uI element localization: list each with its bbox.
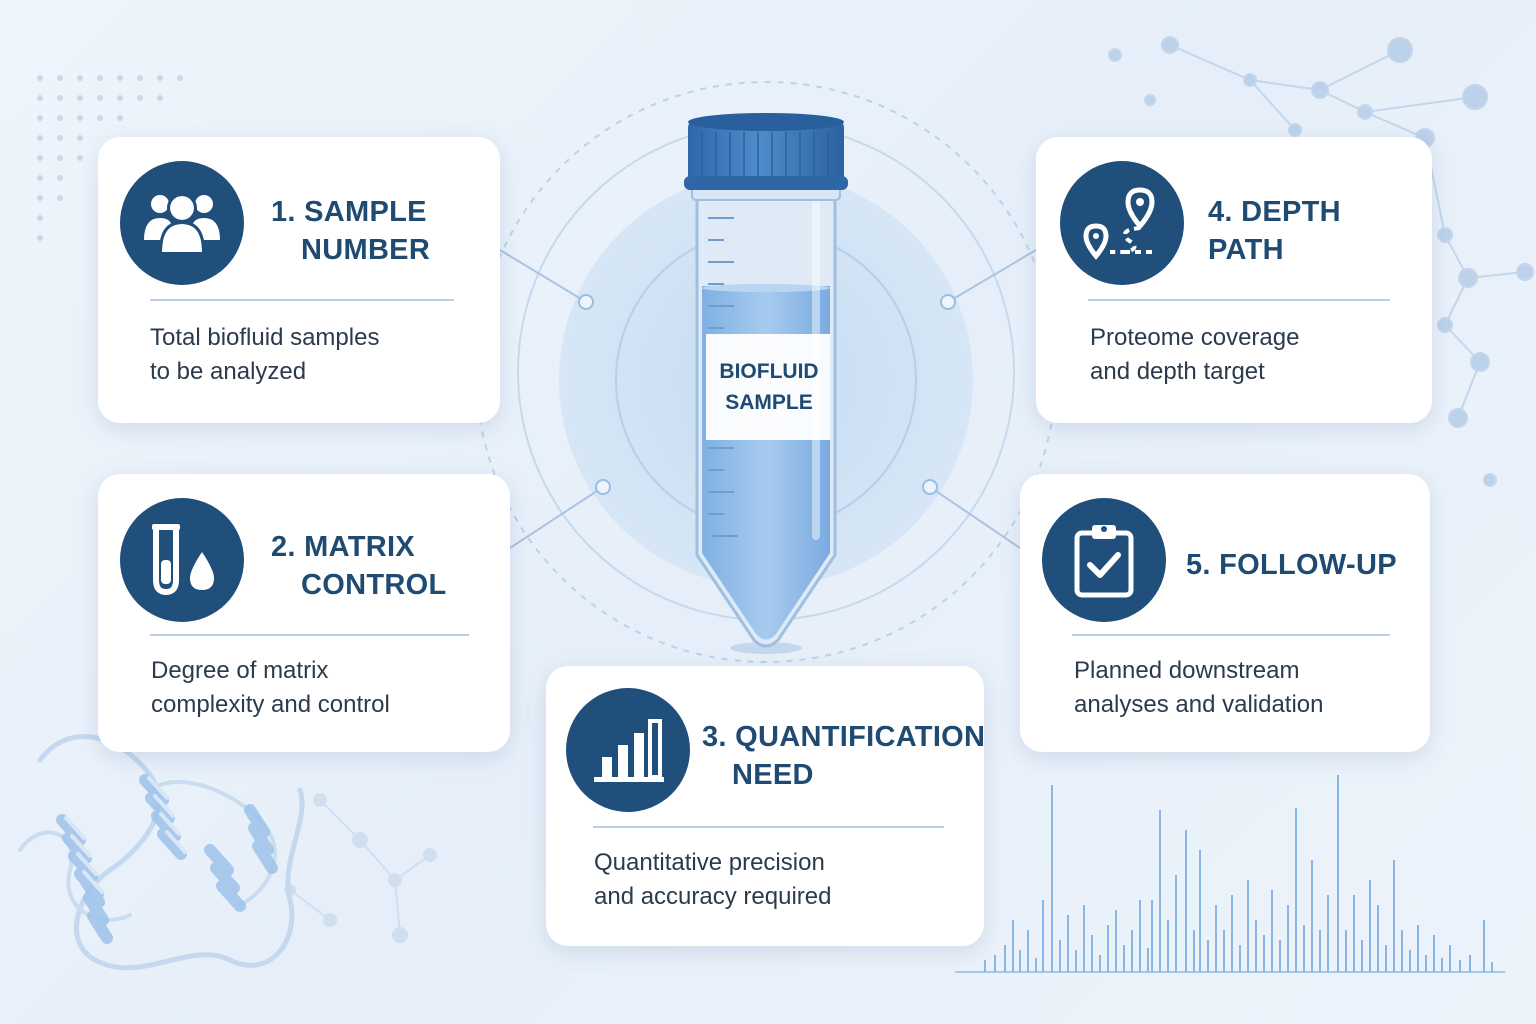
card-title-line1: 5. FOLLOW-UP xyxy=(1186,549,1397,581)
card-desc-line1: Total biofluid samples xyxy=(150,324,380,351)
card-description: Quantitative precision and accuracy requ… xyxy=(594,846,831,914)
card-title: 4. DEPTH PATH xyxy=(1208,193,1341,269)
test-tube-illustration xyxy=(684,113,848,654)
card-desc-line2: and accuracy required xyxy=(594,883,832,910)
card-title-line1: 1. SAMPLE xyxy=(271,196,427,228)
map-path-pins-icon xyxy=(1060,161,1184,285)
card-quantification-need: 3. QUANTIFICATION NEED Quantitative prec… xyxy=(546,666,985,946)
card-title-line1: 2. MATRIX xyxy=(271,531,415,563)
card-divider xyxy=(150,299,454,301)
card-title-line2: CONTROL xyxy=(301,569,447,601)
card-description: Planned downstream analyses and validati… xyxy=(1074,654,1324,722)
card-title: 5. FOLLOW-UP xyxy=(1186,546,1397,584)
bar-chart-icon xyxy=(566,688,690,812)
tube-label: BIOFLUID SAMPLE xyxy=(708,335,830,439)
card-title: 2. MATRIX CONTROL xyxy=(271,528,446,604)
card-desc-line1: Degree of matrix xyxy=(151,657,329,684)
card-divider xyxy=(593,826,944,828)
mass-spectrum-illustration xyxy=(955,775,1505,973)
connector-nodes xyxy=(578,294,956,495)
dot-pattern-top-left xyxy=(37,75,183,241)
protein-ribbon-illustration xyxy=(18,734,305,971)
card-depth-path: 4. DEPTH PATH Proteome coverage and dept… xyxy=(1036,137,1432,423)
card-description: Total biofluid samples to be analyzed xyxy=(150,321,379,389)
card-title-line2: PATH xyxy=(1208,234,1284,266)
card-desc-line1: Proteome coverage xyxy=(1090,324,1300,351)
card-desc-line2: analyses and validation xyxy=(1074,691,1324,718)
card-divider xyxy=(150,634,469,636)
card-title-line2: NEED xyxy=(732,759,814,791)
tube-label-line2: SAMPLE xyxy=(725,391,813,414)
card-divider xyxy=(1088,299,1390,301)
people-group-icon xyxy=(120,161,244,285)
card-follow-up: 5. FOLLOW-UP Planned downstream analyses… xyxy=(1020,474,1430,752)
card-matrix-control: 2. MATRIX CONTROL Degree of matrix compl… xyxy=(98,474,510,752)
card-desc-line1: Planned downstream xyxy=(1074,657,1300,684)
card-title-line2: NUMBER xyxy=(301,234,431,266)
card-desc-line2: complexity and control xyxy=(151,691,390,718)
card-desc-line2: to be analyzed xyxy=(150,358,307,385)
card-description: Degree of matrix complexity and control xyxy=(151,654,390,722)
card-description: Proteome coverage and depth target xyxy=(1090,321,1299,389)
tube-label-line1: BIOFLUID xyxy=(719,360,819,383)
card-desc-line2: and depth target xyxy=(1090,358,1265,385)
card-title-line1: 3. QUANTIFICATION xyxy=(702,721,986,753)
card-divider xyxy=(1072,634,1390,636)
molecule-network-top-right xyxy=(1108,36,1534,487)
connector-lines xyxy=(499,249,1037,549)
card-title: 3. QUANTIFICATION NEED xyxy=(702,718,985,794)
card-desc-line1: Quantitative precision xyxy=(594,849,825,876)
card-title: 1. SAMPLE NUMBER xyxy=(271,193,430,269)
card-sample-number: 1. SAMPLE NUMBER Total biofluid samples … xyxy=(98,137,500,423)
clipboard-check-icon xyxy=(1042,498,1166,622)
molecule-network-bottom-left xyxy=(284,793,437,943)
card-title-line1: 4. DEPTH xyxy=(1208,196,1341,228)
test-tube-droplet-icon xyxy=(120,498,244,622)
